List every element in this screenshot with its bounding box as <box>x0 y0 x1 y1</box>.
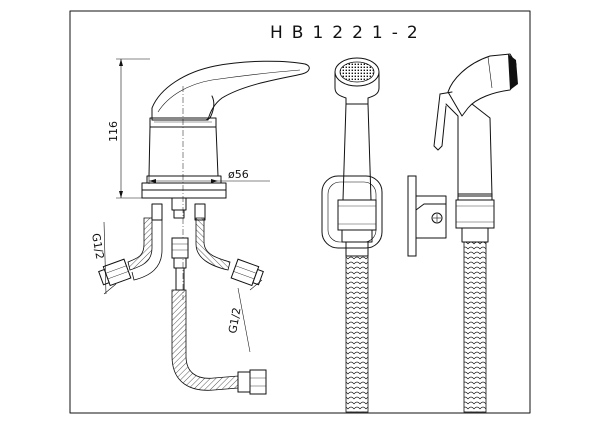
thread-right-label: G1/2 <box>226 306 243 334</box>
diameter-dimension: ø56 <box>148 168 270 184</box>
supply-hoses <box>98 197 267 395</box>
drawing-frame <box>69 10 531 414</box>
mixer-valve <box>141 60 310 300</box>
thread-left-label: G1/2 <box>89 232 106 260</box>
height-dimension: 116 <box>107 58 150 199</box>
hand-shower-side-view <box>407 53 518 413</box>
height-label: 116 <box>107 121 120 142</box>
model-code: HB1221-2 <box>270 23 427 43</box>
thread-dimension-right: G1/2 <box>226 279 263 353</box>
hand-shower-front-view <box>321 57 383 413</box>
thread-dimension-left: G1/2 <box>89 221 117 295</box>
diameter-label: ø56 <box>228 168 249 181</box>
